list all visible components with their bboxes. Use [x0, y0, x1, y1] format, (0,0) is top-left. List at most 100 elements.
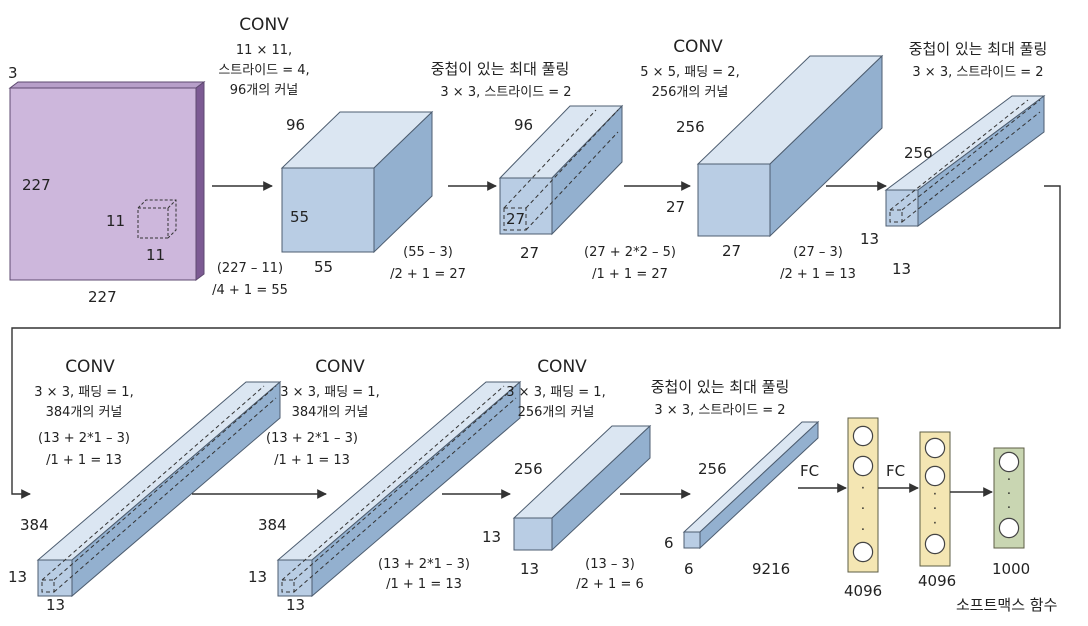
conv4-param-2: 384개의 커널: [292, 405, 369, 420]
flatten-size-label: 9216: [752, 560, 790, 578]
pool2-volume: [884, 95, 1046, 227]
fc3-layer-dot-3: ·: [1007, 501, 1011, 516]
pool3-formula-2: /2 + 1 = 6: [576, 577, 644, 592]
pool1-formula-2: /2 + 1 = 27: [390, 267, 466, 282]
fc1-layer-neuron-1: [852, 425, 874, 447]
conv2-param-2: 256개의 커널: [652, 85, 729, 100]
conv3-param-1: 3 × 3, 패딩 = 1,: [34, 385, 133, 400]
fc3-layer-dot-2: ·: [1007, 487, 1011, 502]
input-front: [9, 87, 197, 281]
pool3-volume-side: [699, 420, 819, 550]
fc2-layer-neuron-1: [924, 437, 946, 459]
conv5-volume-front: [513, 517, 553, 551]
conv4-volume-kernel-edge-2: [293, 397, 517, 593]
pool1-depth-label: 96: [514, 116, 533, 134]
fc1-layer-neuron-3: [852, 541, 874, 563]
fc2-layer: ···: [919, 431, 951, 567]
fc-label-2: FC: [886, 462, 905, 480]
conv3-volume-kernel-edge-2: [53, 397, 277, 593]
conv1-formula-2: /4 + 1 = 55: [212, 283, 288, 298]
conv1-volume: [280, 110, 434, 254]
conv5-param-2: 256개의 커널: [518, 405, 595, 420]
fc3-size-label: 1000: [992, 560, 1030, 578]
fc1-layer-dot-3: ·: [861, 523, 865, 538]
conv1-width-label: 55: [314, 258, 333, 276]
input-depth-label: 3: [8, 64, 18, 82]
pool1-formula-1: (55 – 3): [403, 245, 453, 260]
pool1-title: 중첩이 있는 최대 풀링: [431, 60, 570, 78]
conv2-depth-label: 256: [676, 118, 705, 136]
pool2-volume-kernel: [889, 209, 903, 223]
conv3-volume: [36, 380, 282, 598]
pool1-height-label: 27: [506, 210, 525, 228]
conv1-volume-front: [281, 167, 375, 253]
pool3-height-label: 6: [664, 534, 674, 552]
pool2-volume-kernel-edge-3: [889, 99, 1029, 211]
input-side: [195, 81, 205, 281]
conv1-param-1: 11 × 11,: [236, 43, 292, 58]
conv5-width-label: 13: [520, 560, 539, 578]
pool3-title: 중첩이 있는 최대 풀링: [651, 378, 790, 396]
conv1-title: CONV: [239, 15, 289, 35]
conv2-height-label: 27: [666, 198, 685, 216]
fc1-layer-neuron-2: [852, 455, 874, 477]
pool3-volume: [682, 420, 820, 550]
pool2-height-label: 13: [860, 230, 879, 248]
pool1-volume-kernel-edge-2: [525, 131, 619, 231]
conv5-param-1: 3 × 3, 패딩 = 1,: [506, 385, 605, 400]
fc2-layer-neuron-3: [924, 533, 946, 555]
fc1-size-label: 4096: [844, 582, 882, 600]
conv2-width-label: 27: [722, 242, 741, 260]
fc2-size-label: 4096: [918, 572, 956, 590]
conv5-height-label: 13: [482, 528, 501, 546]
conv4-width-label: 13: [286, 596, 305, 614]
conv4-volume-kernel-edge-1: [293, 385, 517, 581]
pool1-volume: [498, 104, 624, 236]
pool3-params: 3 × 3, 스트라이드 = 2: [654, 403, 785, 418]
conv5-formula-2: /1 + 1 = 13: [386, 577, 462, 592]
input-height-label: 227: [22, 176, 51, 194]
conv5-formula-1: (13 + 2*1 – 3): [378, 557, 470, 572]
conv2-param-1: 5 × 5, 패딩 = 2,: [640, 65, 739, 80]
input-kernel-cube: [137, 199, 177, 239]
pool2-formula-2: /2 + 1 = 13: [780, 267, 856, 282]
conv4-depth-label: 384: [258, 516, 287, 534]
pool1-width-label: 27: [520, 244, 539, 262]
fc2-layer-neuron-2: [924, 465, 946, 487]
conv2-volume: [696, 54, 884, 238]
conv5-depth-label: 256: [514, 460, 543, 478]
conv1-formula-1: (227 – 11): [217, 261, 283, 276]
conv3-title: CONV: [65, 357, 115, 377]
pool2-formula-1: (27 – 3): [793, 245, 843, 260]
conv3-param-2: 384개의 커널: [46, 405, 123, 420]
pool2-depth-label: 256: [904, 144, 933, 162]
conv4-formula-2: /1 + 1 = 13: [274, 453, 350, 468]
pool1-volume-kernel: [503, 207, 527, 231]
pool3-volume-front: [683, 531, 701, 549]
conv2-volume-front: [697, 163, 771, 237]
pool2-volume-kernel-edge-2: [901, 111, 1041, 223]
pool2-params: 3 × 3, 스트라이드 = 2: [912, 65, 1043, 80]
input-volume: [8, 81, 206, 281]
conv3-volume-kernel-edge-1: [53, 385, 277, 581]
fc2-layer-dot-2: ·: [933, 502, 937, 517]
conv4-volume: [276, 380, 522, 598]
input-top: [8, 81, 206, 89]
conv3-depth-label: 384: [20, 516, 49, 534]
conv3-volume-kernel: [41, 579, 55, 593]
pool3-formula-1: (13 – 3): [585, 557, 635, 572]
input-width-label: 227: [88, 288, 117, 306]
conv4-volume-kernel: [281, 579, 295, 593]
pool1-volume-kernel-edge-1: [525, 109, 619, 209]
pool2-title: 중첩이 있는 최대 풀링: [909, 40, 1048, 58]
pool2-volume-kernel-edge-1: [901, 99, 1041, 211]
pool1-volume-kernel-edge-3: [503, 109, 597, 209]
fc-label-1: FC: [800, 462, 819, 480]
pool1-params: 3 × 3, 스트라이드 = 2: [440, 85, 571, 100]
conv1-param-2: 스트라이드 = 4,: [218, 63, 309, 78]
conv5-title: CONV: [537, 357, 587, 377]
fc1-layer-dot-2: ·: [861, 502, 865, 517]
softmax-label: 소프트맥스 함수: [956, 596, 1057, 614]
conv4-height-label: 13: [248, 568, 267, 586]
